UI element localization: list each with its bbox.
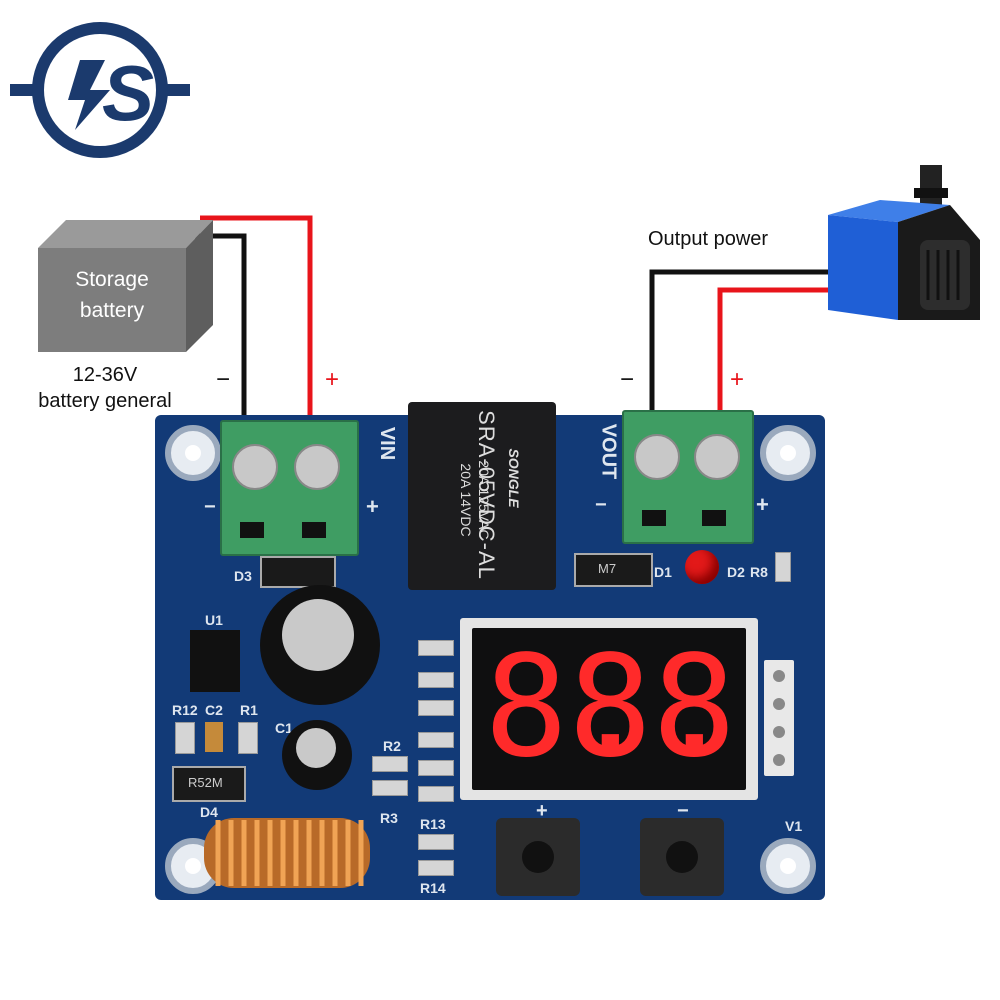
input-positive-wire [200,215,313,430]
diode-d3 [260,556,336,588]
water-pump [820,160,985,335]
board-plus-left: + [366,494,379,519]
smd-mid-3 [418,700,454,716]
r8-marking: R8 [750,564,768,580]
input-terminal-block [220,420,359,556]
r1-marking: R1 [240,702,258,718]
smd-mid-1 [418,640,454,656]
red-led [685,550,719,584]
copper-coil-inductor [198,812,376,894]
battery-label-line2: battery [79,299,145,322]
board-plus-right: + [756,492,769,517]
output-power-caption: Output power [648,228,769,250]
resistor-r14 [418,860,454,876]
u1-marking: U1 [205,612,223,628]
relay-rating-2: 20A 125VAC [476,460,492,540]
c2-marking: C2 [205,702,223,718]
battery-general: battery general [38,390,172,412]
output-terminal-block [622,410,754,544]
seven-segment-display: 8. 8. 8. [472,626,821,790]
m7-marking: M7 [598,561,617,576]
c1-marking: C1 [275,720,293,736]
output-minus-sign: − [620,366,635,393]
mounting-hole-bottom-right [760,838,816,894]
d2-marking: D2 [727,564,745,580]
relay-brand: SONGLE [506,448,522,508]
output-minus-screw [634,434,680,480]
input-plus-sign: + [325,366,340,393]
relay-rating-1: 20A 14VDC [458,463,474,537]
output-positive-wire [717,287,880,420]
resistor-r8 [775,552,791,582]
coil-icon [204,818,370,888]
r2-marking: R2 [383,738,401,754]
smd-r2-a [372,756,408,772]
output-negative-wire [649,269,880,420]
r14-marking: R14 [420,880,446,896]
resistor-r12 [175,722,195,754]
d1-marking: D1 [654,564,672,580]
pin-header [764,660,794,776]
inductor-r52m: R52M [172,766,246,802]
mounting-hole-top-left [165,425,221,481]
electrolytic-capacitor-small [282,720,352,790]
input-plus-screw [294,444,340,490]
resistor-r13 [418,834,454,850]
diode-m7: M7 [574,553,653,587]
water-pump-icon [828,165,980,320]
decrease-button[interactable] [640,818,724,896]
increase-button[interactable] [496,818,580,896]
resistor-r1 [238,722,258,754]
r52m-marking: R52M [188,775,223,790]
digit-3: 8. [652,626,821,789]
digit-1: 8. [484,626,653,789]
d4-marking: D4 [200,804,218,820]
smd-mid-6 [418,786,454,802]
brand-logo: S [10,20,190,160]
mounting-hole-top-right [760,425,816,481]
input-minus-screw [232,444,278,490]
button-minus-marking: − [677,800,689,822]
battery-voltage-caption: 12-36V battery general [20,362,190,414]
smd-mid-2 [418,672,454,688]
electrolytic-capacitor-large [260,585,380,705]
r13-marking: R13 [420,816,446,832]
board-minus-right: − [595,494,607,516]
battery-voltage: 12-36V [72,364,138,386]
battery-icon [38,220,213,352]
vin-marking: VIN [376,426,399,461]
board-minus-left: − [204,496,216,518]
smd-r2-b [372,780,408,796]
chip-u1 [190,630,240,692]
lightning-s-logo-icon [10,22,190,158]
v1-marking: V1 [785,818,803,834]
digit-2: 8. [568,626,737,789]
smd-mid-4 [418,732,454,748]
output-plus-screw [694,434,740,480]
vout-marking: VOUT [597,423,620,480]
smd-mid-5 [418,760,454,776]
battery-label-line1: Storage [75,268,149,291]
output-plus-sign: + [730,366,745,393]
r3-marking: R3 [380,810,398,826]
relay: SRA-05VDC-AL 20A 14VDC 20A 125VAC SONGLE [408,402,556,590]
logo-letter: S [102,49,155,137]
storage-battery: Storage battery [38,220,213,352]
input-minus-sign: − [216,366,231,393]
d3-marking: D3 [234,568,252,584]
mounting-hole-bottom-left [165,838,221,894]
capacitor-c2 [205,722,223,752]
button-plus-marking: + [536,800,548,822]
r12-marking: R12 [172,702,198,718]
